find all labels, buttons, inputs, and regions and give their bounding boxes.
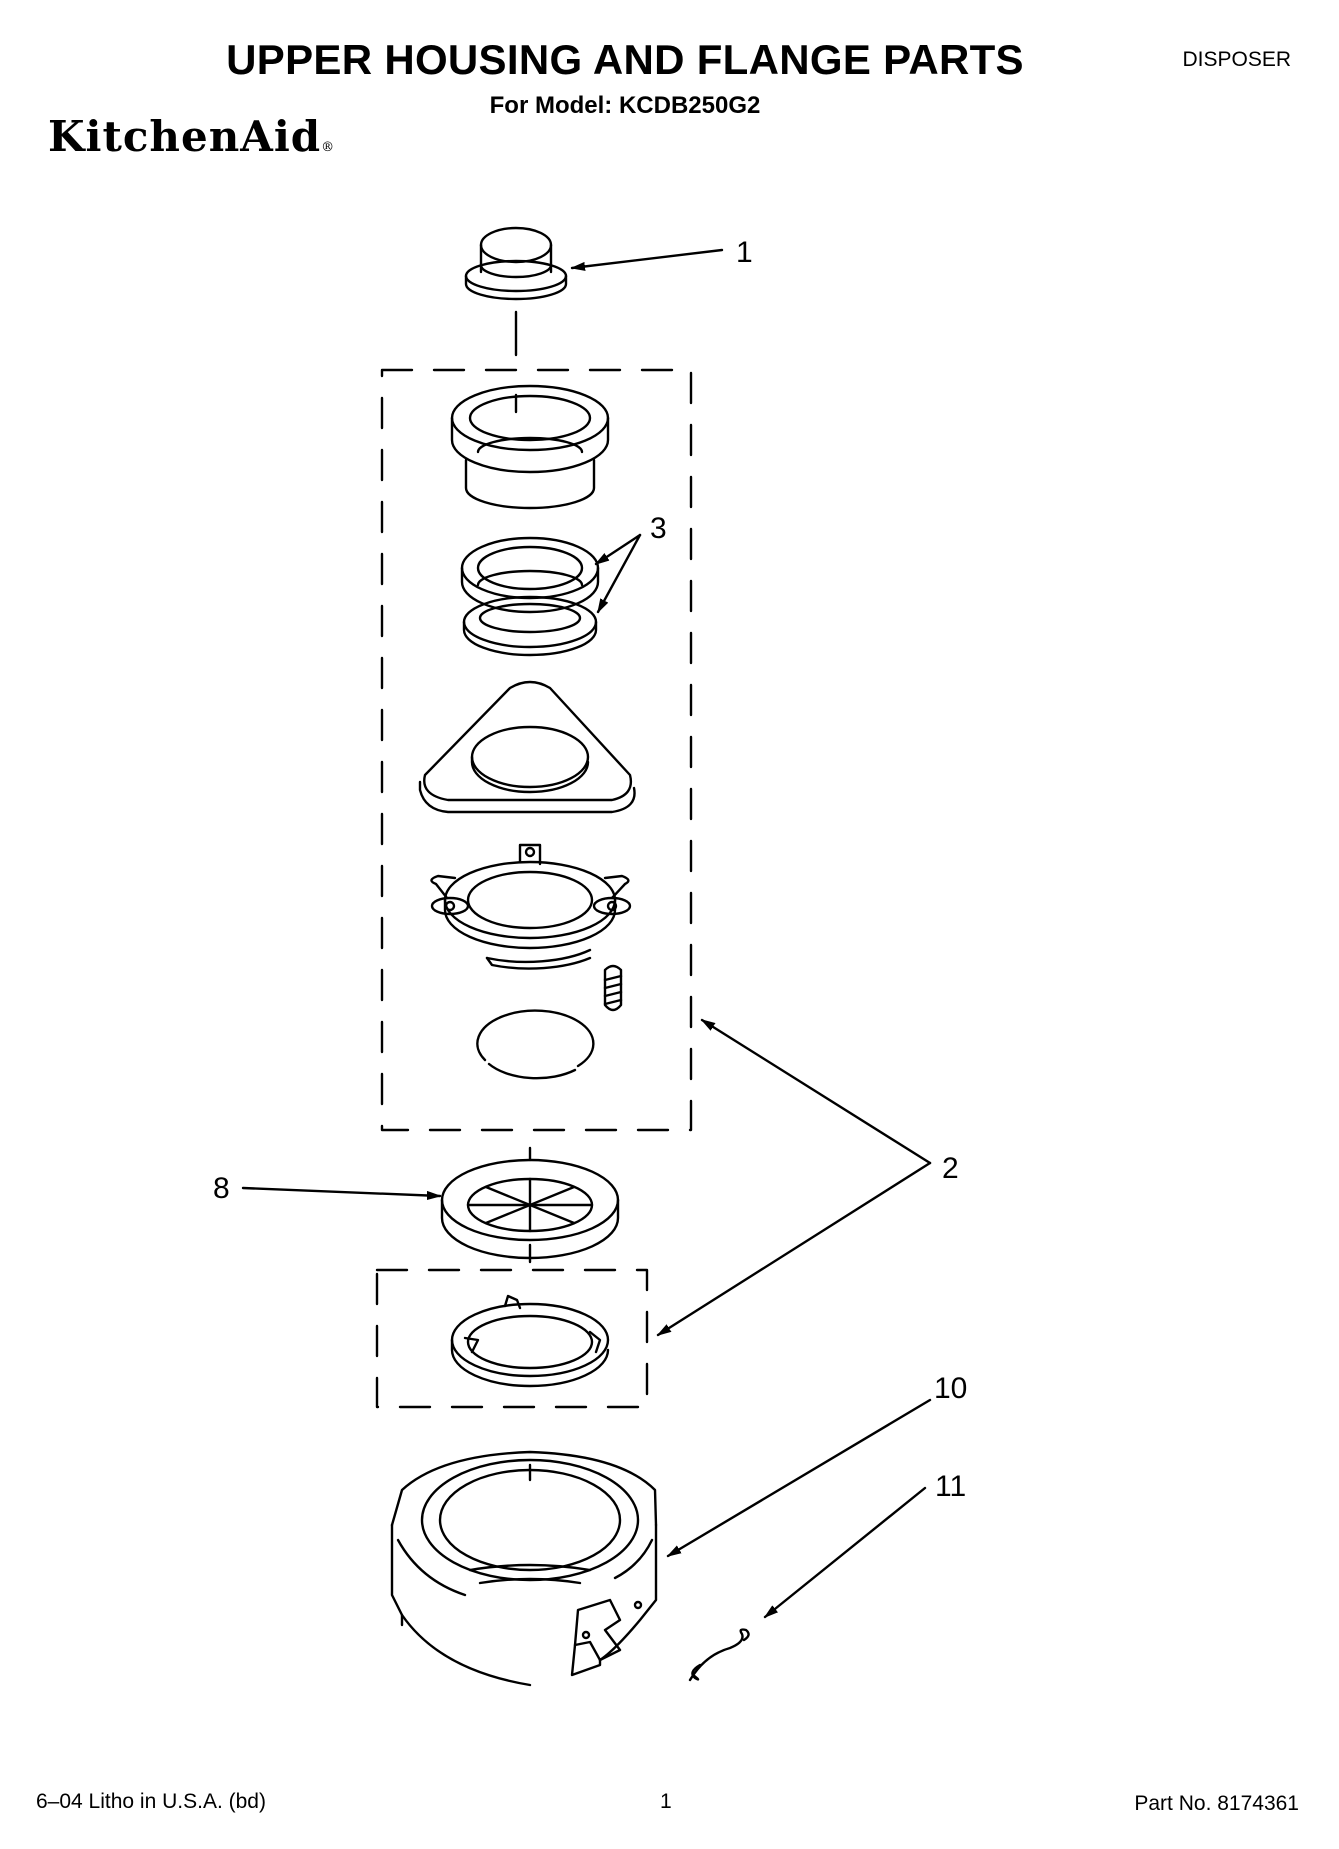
leader-11 bbox=[763, 1486, 927, 1619]
part-sink-flange bbox=[450, 384, 610, 510]
callout-10: 10 bbox=[934, 1372, 967, 1405]
part-wire-clip bbox=[688, 1628, 750, 1682]
callout-1: 1 bbox=[736, 236, 753, 269]
leader-3a bbox=[594, 533, 642, 566]
product-category: DISPOSER bbox=[1182, 48, 1291, 71]
part-gaskets bbox=[460, 536, 600, 657]
part-splash-guard bbox=[440, 1158, 620, 1260]
leader-2a bbox=[700, 1018, 932, 1165]
leader-3b bbox=[596, 533, 642, 614]
mounting-ring-group-box bbox=[375, 1268, 649, 1409]
brand-name: KitchenAid bbox=[48, 112, 322, 161]
part-upper-housing bbox=[390, 1450, 658, 1687]
model-number: For Model: KCDB250G2 bbox=[489, 92, 761, 119]
registered-mark: ® bbox=[321, 140, 336, 155]
part-snap-ring bbox=[476, 1009, 595, 1080]
leader-lines bbox=[241, 248, 932, 1619]
leader-8 bbox=[241, 1186, 442, 1196]
page-title: UPPER HOUSING AND FLANGE PARTS bbox=[226, 36, 1024, 83]
part-lower-mounting-ring bbox=[450, 1294, 610, 1388]
part-screw bbox=[603, 964, 623, 1012]
callout-8: 8 bbox=[213, 1172, 230, 1205]
center-axis bbox=[514, 310, 532, 1482]
leader-2b bbox=[656, 1161, 932, 1337]
page-number: 1 bbox=[660, 1790, 672, 1813]
brand-logo: KitchenAid® bbox=[48, 112, 335, 161]
part-stopper bbox=[464, 226, 568, 301]
litho-note: 6–04 Litho in U.S.A. (bd) bbox=[36, 1790, 266, 1813]
callout-3: 3 bbox=[650, 512, 667, 545]
leader-10 bbox=[666, 1398, 932, 1558]
leader-1 bbox=[570, 248, 724, 268]
callout-11: 11 bbox=[935, 1470, 966, 1503]
part-mounting-ring bbox=[430, 843, 632, 970]
assembly-group-box bbox=[380, 368, 693, 1132]
part-backup-flange bbox=[418, 680, 636, 814]
part-number: Part No. 8174361 bbox=[1134, 1792, 1299, 1815]
callout-2: 2 bbox=[942, 1152, 959, 1185]
